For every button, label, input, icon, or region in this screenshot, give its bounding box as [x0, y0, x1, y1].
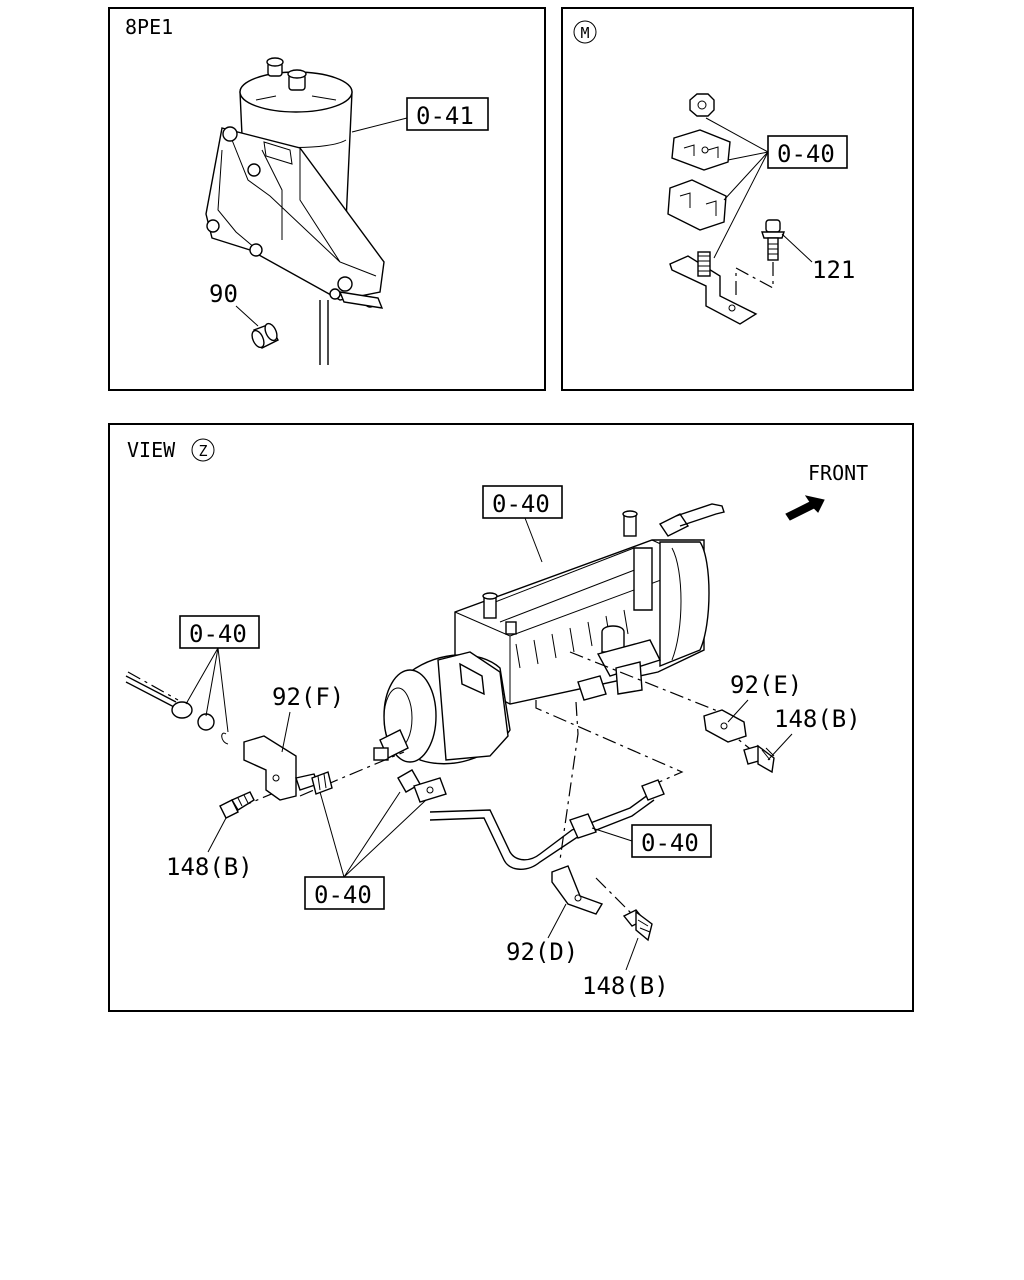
- stud-bracket-illustration: [669, 251, 758, 325]
- callout-b-148B-bottom: 148(B): [582, 972, 669, 1000]
- panel-top-left: 8PE1: [108, 7, 546, 391]
- bolt-148B-left-illustration: [219, 791, 255, 819]
- callout-box-tr-040: [767, 135, 848, 169]
- part-90-sleeve: [251, 322, 279, 349]
- lower-clamp-illustration: [667, 179, 727, 231]
- fuel-filter-illustration: [205, 57, 385, 365]
- nut-illustration: [689, 93, 715, 117]
- callout-tr-040: 0-40: [777, 140, 835, 168]
- panel-bottom-frame: [108, 423, 914, 1012]
- callout-b-92D: 92(D): [506, 938, 578, 966]
- injection-pump-illustration: [373, 503, 725, 765]
- fuel-line-main: [429, 791, 653, 861]
- callout-b-148B-right: 148(B): [774, 705, 861, 733]
- panel-top-left-frame: [108, 7, 546, 391]
- bolt-148B-bottom-illustration: [622, 909, 653, 942]
- callout-box-b-040-bottom: [304, 876, 385, 910]
- panel-bottom: VIEW Z FRONT: [108, 423, 914, 1012]
- bolt-148B-right-illustration: [743, 744, 775, 774]
- callout-b-92F: 92(F): [272, 683, 344, 711]
- callout-box-b-040-top: [482, 485, 563, 519]
- left-eye-joint-illustration: [171, 701, 229, 745]
- callout-b-040-bottom: 0-40: [314, 881, 372, 909]
- callout-b-040-left: 0-40: [189, 620, 247, 648]
- callout-tl-90: 90: [209, 280, 238, 308]
- callout-b-92E: 92(E): [730, 671, 802, 699]
- panel-bottom-header-circle: [191, 438, 215, 462]
- fuel-line-left: [125, 675, 177, 709]
- front-direction-label: FRONT: [808, 461, 868, 485]
- panel-bottom-header: VIEW: [127, 438, 176, 462]
- front-arrow-icon: [785, 495, 825, 521]
- callout-b-040-right: 0-40: [641, 829, 699, 857]
- callout-tl-041: 0-41: [416, 102, 474, 130]
- panel-top-right-frame: [561, 7, 914, 391]
- callout-box-tl-041: [406, 97, 489, 131]
- callout-box-b-040-right: [631, 824, 712, 858]
- center-fitting-illustration: [397, 769, 447, 803]
- panel-bottom-header-circle-letter: Z: [198, 442, 207, 460]
- panel-top-right: M: [561, 7, 914, 391]
- bracket-92F-illustration: [243, 735, 333, 801]
- bracket-92E-illustration: [703, 709, 747, 743]
- panel-top-left-header: 8PE1: [125, 15, 173, 39]
- callout-b-040-top: 0-40: [492, 490, 550, 518]
- callout-tr-121: 121: [812, 256, 855, 284]
- panel-top-right-header: M: [580, 24, 589, 42]
- bolt-121-illustration: [761, 219, 785, 261]
- upper-clamp-illustration: [671, 129, 731, 171]
- bracket-92D-illustration: [551, 865, 604, 915]
- panel-top-right-header-circle: [573, 20, 597, 44]
- callout-b-148B-left: 148(B): [166, 853, 253, 881]
- callout-box-b-040-left: [179, 615, 260, 649]
- clamp-right-illustration: [569, 779, 665, 839]
